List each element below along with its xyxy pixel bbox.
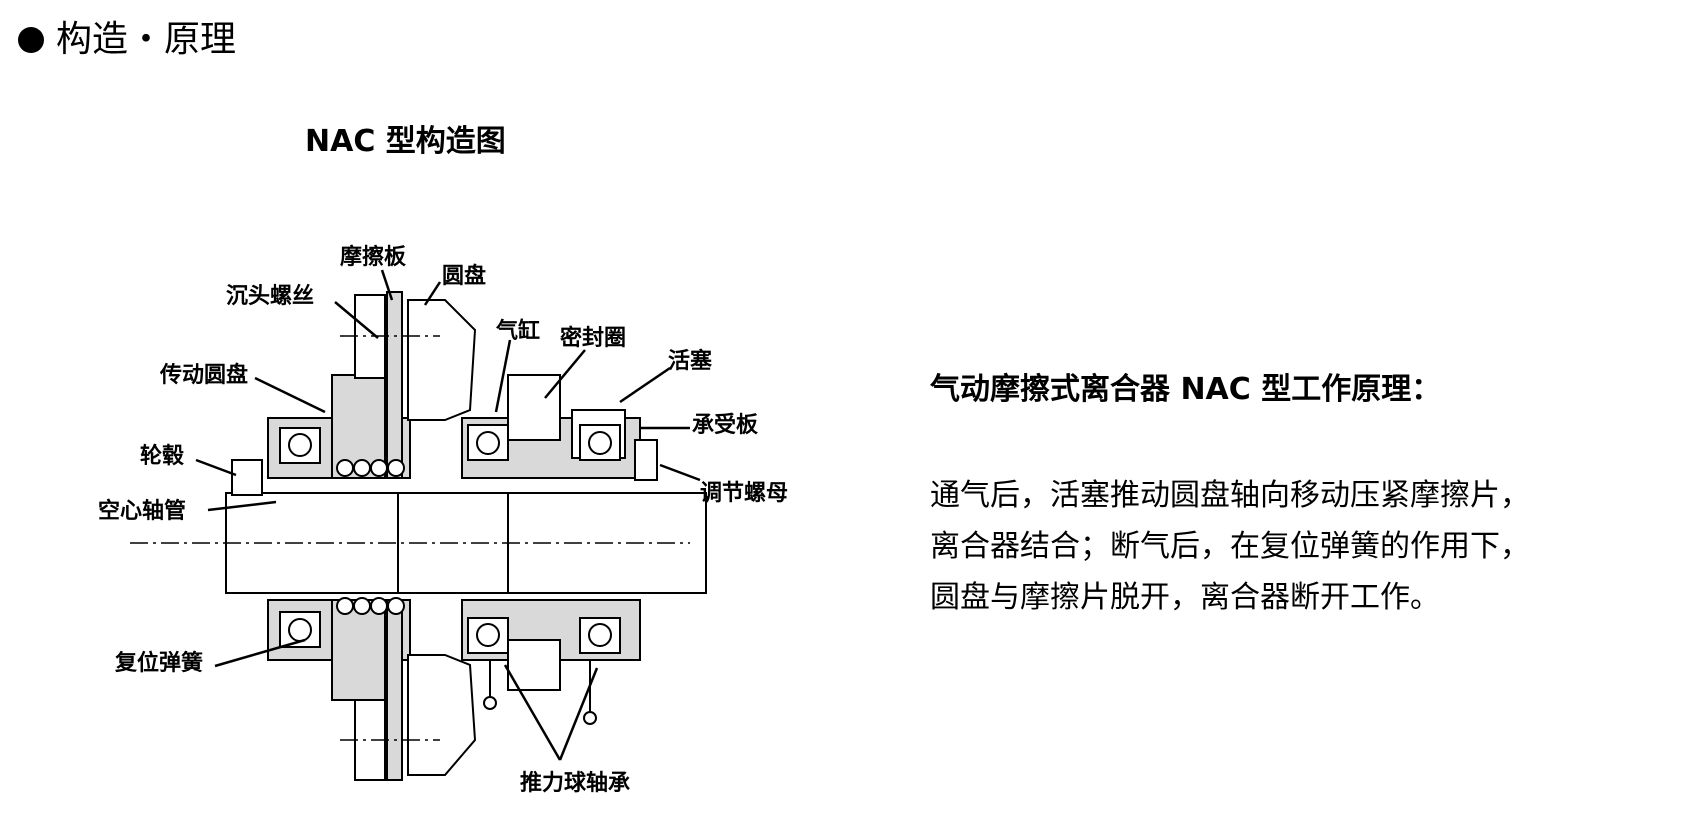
bullet-icon	[18, 27, 44, 53]
label-return-spring: 复位弹簧	[114, 650, 203, 676]
label-seal-ring: 密封圈	[560, 325, 626, 351]
label-drive-disc: 传动圆盘	[159, 362, 248, 388]
label-hub: 轮毂	[140, 443, 184, 469]
adjusting-nut-shape	[634, 439, 658, 481]
section-heading-text: 构造・原理	[56, 19, 237, 60]
leader-lines	[195, 269, 701, 761]
diagram-title: NAC 型构造图	[305, 124, 506, 159]
explanation-line: 通气后，活塞推动圆盘轴向移动压紧摩擦片，	[930, 478, 1530, 513]
section-heading: 构造・原理	[18, 16, 236, 64]
label-cylinder: 气缸	[495, 318, 540, 344]
explanation-body: 通气后，活塞推动圆盘轴向移动压紧摩擦片， 离合器结合；断气后，在复位弹簧的作用下…	[930, 470, 1650, 623]
explanation-line: 圆盘与摩擦片脱开，离合器断开工作。	[930, 580, 1440, 615]
cylinder-shape	[507, 374, 561, 441]
disc-upper-shape	[407, 299, 477, 421]
label-friction-plate: 摩擦板	[340, 244, 407, 270]
explanation-title: 气动摩擦式离合器 NAC 型工作原理：	[930, 372, 1442, 407]
label-disc: 圆盘	[442, 263, 486, 289]
friction-plate-upper-shape	[386, 291, 403, 479]
friction-plate-lower-shape	[386, 599, 403, 781]
label-thrust-ball-bearing: 推力球轴承	[520, 770, 630, 796]
clutch-drawing	[225, 291, 707, 781]
clutch-structure-diagram: 摩擦板 圆盘 沉头螺丝 气缸 密封圈 活塞 传动圆盘 承受板 轮毂 调节螺母 空…	[98, 244, 788, 796]
label-piston: 活塞	[668, 348, 713, 374]
explanation-line: 离合器结合；断气后，在复位弹簧的作用下，	[930, 529, 1530, 564]
disc-lower-shape	[407, 654, 477, 776]
label-bearing-plate: 承受板	[692, 412, 759, 438]
label-countersunk-screw: 沉头螺丝	[226, 283, 314, 309]
hub-shape	[231, 459, 263, 496]
label-adjusting-nut: 调节螺母	[700, 481, 788, 506]
label-hollow-shaft-tube: 空心轴管	[98, 498, 186, 524]
